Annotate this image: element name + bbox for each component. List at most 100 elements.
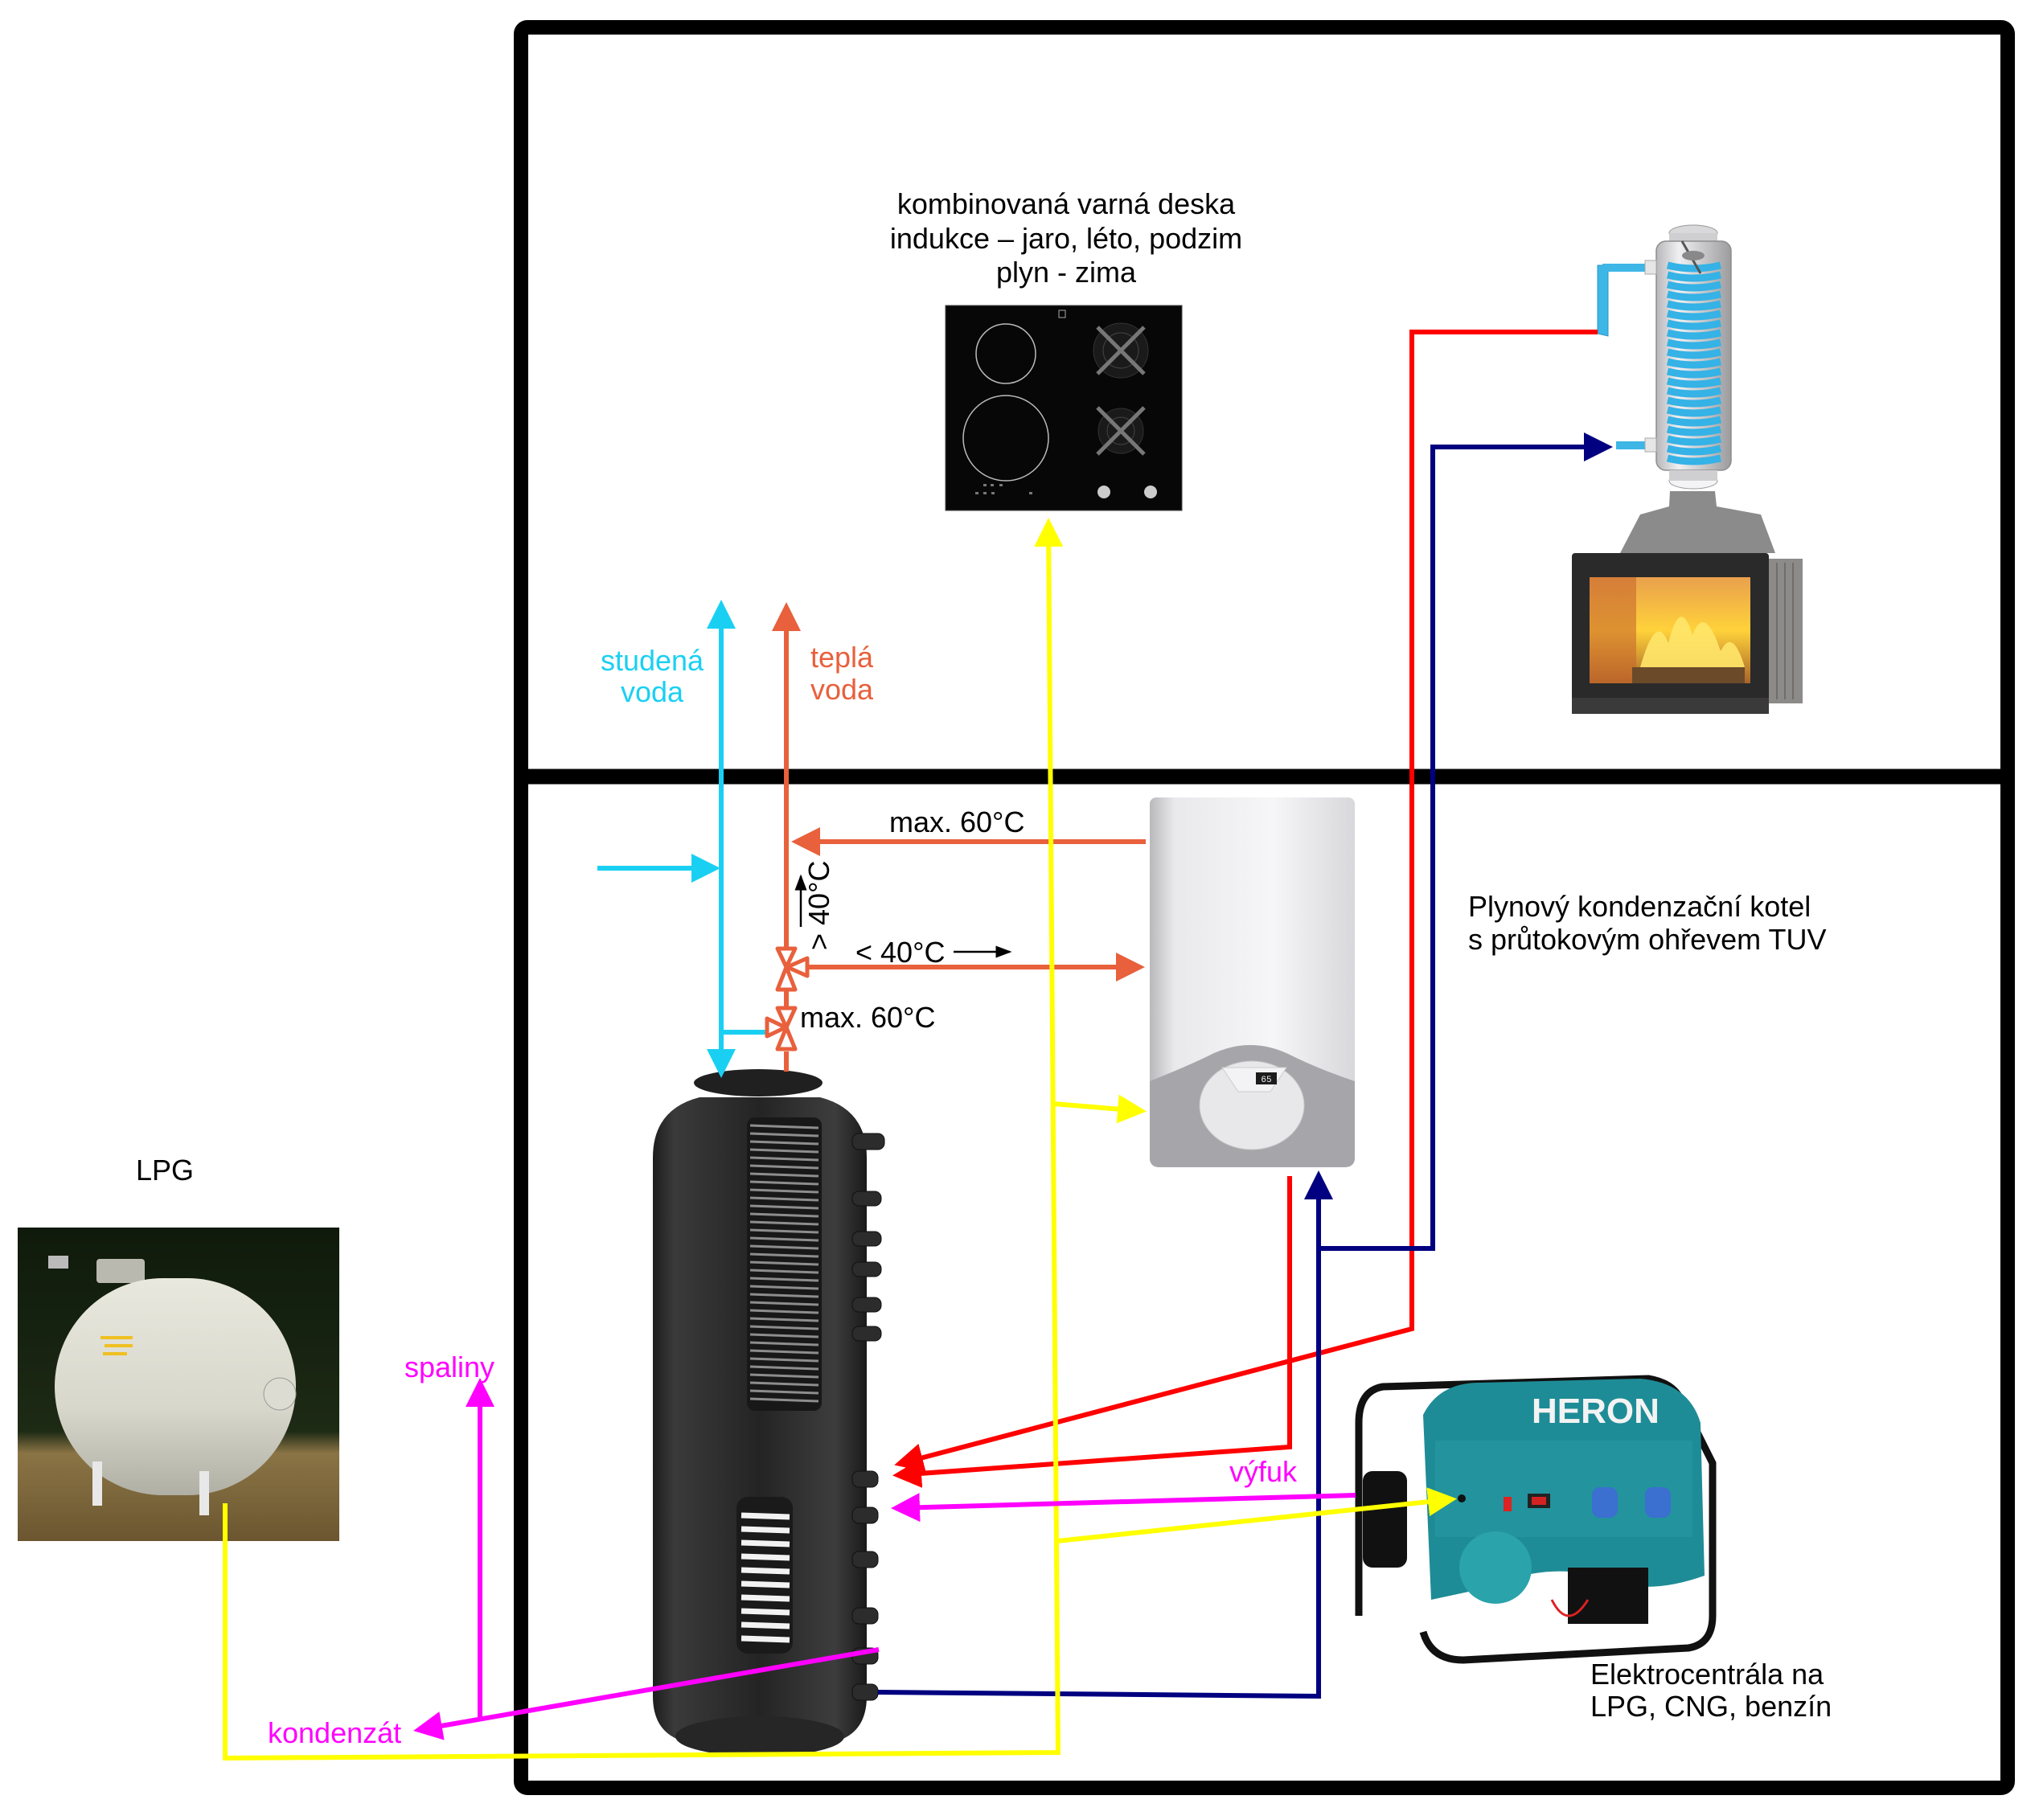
coil-winding [749,1196,819,1202]
gas-burner-bottom [1096,406,1146,456]
under-40-label: < 40°C [855,936,945,969]
cooktop-icon [945,305,1183,511]
boiler-caption-line-1: Plynový kondenzační kotel [1468,890,1811,923]
coil-winding [749,1285,819,1290]
coil-winding [741,1594,790,1602]
coil-winding [749,1236,819,1242]
storage-tank[interactable] [653,1069,885,1756]
coil-winding [749,1204,819,1210]
tank-to-boiler-return [877,1170,1333,1699]
generator-brand: HERON [1532,1392,1660,1431]
coil-winding [749,1220,819,1226]
coil-winding [749,1244,819,1250]
coil-winding [741,1608,790,1616]
flue-heat-exchanger[interactable] [1597,224,1732,490]
coil-winding [749,1212,819,1218]
cooktop-caption-line-2: indukce – jaro, léto, podzim [890,222,1242,255]
building-outline [514,20,2015,1795]
mixing-valve-lower[interactable] [765,1006,798,1051]
generator-caption-line-2: LPG, CNG, benzín [1590,1690,1832,1723]
tank-lower-coil-window [736,1497,793,1654]
cooktop[interactable] [945,305,1183,511]
coil-winding [741,1539,790,1547]
gas-knob-2 [1144,486,1157,498]
cold-water-label-2: voda [621,675,684,708]
coil-winding [741,1512,790,1520]
coil-winding [749,1293,819,1298]
boiler-caption-line-2: s průtokovým ohřevem TUV [1468,923,1826,956]
return-to-exchanger [1319,432,1613,1251]
coil-winding [749,1156,819,1162]
coil-winding [749,1188,819,1194]
exchanger-coil [1666,261,1722,465]
coil-winding [749,1228,819,1234]
boiler-caption: Plynový kondenzační kotel s průtokovým o… [1468,890,1826,956]
gas-knob-1 [1097,486,1110,498]
coil-winding [749,1325,819,1330]
generator-caption-line-1: Elektrocentrála na [1590,1658,1824,1691]
lpg-label: LPG [136,1154,194,1187]
gas-to-generator [1056,1487,1457,1543]
generator-exhaust-to-tank [891,1493,1356,1523]
cold-water-pipes [597,600,767,1078]
coil-winding [741,1635,790,1643]
exhaust-label: výfuk [1229,1455,1298,1488]
condensate-line [413,1647,880,1740]
coil-winding [749,1389,819,1395]
coil-winding [749,1373,819,1379]
coil-winding [749,1317,819,1322]
coil-winding [741,1553,790,1561]
coil-winding [749,1381,819,1387]
house-wall [514,20,2015,1795]
cooktop-caption-line-3: plyn - zima [996,256,1137,289]
coil-winding [749,1180,819,1186]
hot-water-pipes [772,602,1146,1072]
coil-winding [749,1124,819,1129]
over-40-label: > 40°C [802,861,835,950]
coil-winding [741,1580,790,1588]
exchanger-to-tank [894,330,1598,1472]
coil-winding [749,1140,819,1146]
coil-winding [749,1341,819,1347]
gas-pipes [223,518,1457,1761]
generator-socket-1 [1592,1487,1618,1518]
fireplace[interactable] [1572,491,1803,714]
hot-water-label-1: teplá [810,641,874,674]
coil-winding [749,1365,819,1371]
exhaust-pipes [413,1378,1356,1740]
cold-water-label-1: studená [601,644,704,677]
coil-winding [749,1357,819,1363]
flue-gas-label: spaliny [404,1351,494,1383]
hot-water-label-2: voda [810,673,874,706]
coil-winding [749,1277,819,1282]
coil-winding [749,1172,819,1178]
max-temp-top-label: max. 60°C [889,805,1024,838]
coil-winding [741,1621,790,1629]
coil-winding [741,1567,790,1575]
coil-winding [741,1526,790,1534]
coil-winding [749,1252,819,1258]
heating-return-pipes [877,432,1613,1699]
coil-winding [749,1397,819,1403]
generator[interactable]: HERON [1355,1375,1717,1664]
boiler-display-value: 65 [1261,1076,1271,1085]
coil-winding [749,1333,819,1338]
condensate-label: kondenzát [268,1716,401,1749]
gas-boiler[interactable]: 65 [1150,797,1355,1167]
coil-winding [749,1309,819,1314]
heating-supply-pipes [892,330,1598,1488]
mixing-valve-upper[interactable] [775,946,810,992]
fireplace-hood [1620,491,1775,553]
generator-caption: Elektrocentrála na LPG, CNG, benzín [1590,1658,1832,1723]
cooktop-caption-line-1: kombinovaná varná deska [897,187,1236,220]
gas-to-boiler [1052,1094,1147,1124]
boiler-control-dial [1199,1060,1305,1150]
cooktop-caption: kombinovaná varná deska indukce – jaro, … [890,187,1242,289]
coil-winding [749,1301,819,1306]
generator-socket-2 [1645,1487,1671,1518]
boiler-to-tank [892,1176,1292,1488]
lpg-tank[interactable] [18,1228,339,1541]
coil-winding [749,1132,819,1138]
boiler-display [1256,1072,1277,1084]
